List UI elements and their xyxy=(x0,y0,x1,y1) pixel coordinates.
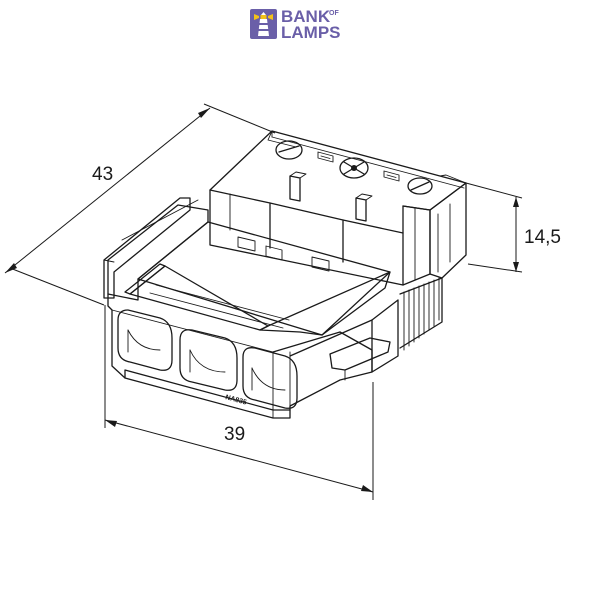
dimension-width: 39 xyxy=(104,305,374,500)
brand-name-of: OF xyxy=(329,10,339,17)
terminal-block xyxy=(209,130,467,286)
brand-logo: BANK OF LAMPS xyxy=(250,7,341,42)
screw-left-icon xyxy=(275,140,303,160)
rib-fins xyxy=(371,277,443,373)
screw-center-icon xyxy=(339,157,369,179)
part-marking: NA835 xyxy=(224,394,247,406)
dimension-height: 14,5 xyxy=(465,182,561,273)
dimension-length: 43 xyxy=(4,103,276,306)
lower-housing xyxy=(103,197,391,419)
lighthouse-icon xyxy=(250,9,277,39)
terminal-markers xyxy=(317,151,400,182)
dimension-width-label: 39 xyxy=(224,424,245,445)
cable-entry-1 xyxy=(117,309,173,371)
screw-right-icon xyxy=(407,177,433,195)
cable-entry-2 xyxy=(179,329,238,391)
connector-body: NA835 xyxy=(103,130,467,419)
dimension-height-label: 14,5 xyxy=(524,227,561,248)
side-housing xyxy=(402,182,467,286)
brand-name-line1: BANK xyxy=(281,7,331,26)
brand-name-line2: LAMPS xyxy=(281,23,341,42)
cable-entry-3 xyxy=(242,347,298,409)
dimension-length-label: 43 xyxy=(92,164,113,185)
